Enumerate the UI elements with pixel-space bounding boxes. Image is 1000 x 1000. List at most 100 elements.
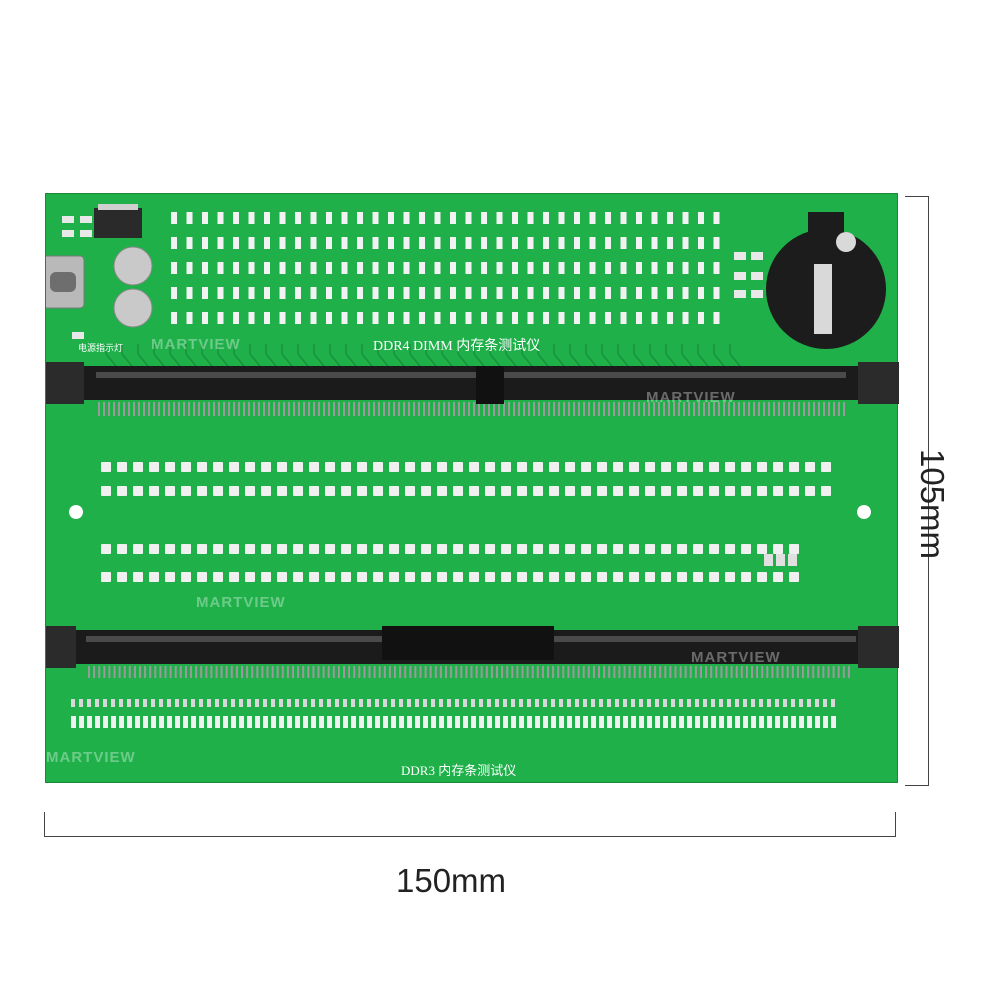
- smd-led: [181, 544, 191, 554]
- ddr3-pin: [756, 666, 759, 678]
- ddr4-pin: [758, 402, 760, 416]
- ddr4-pin: [553, 402, 555, 416]
- ddr3-pin: [455, 666, 458, 678]
- smd-led: [245, 572, 255, 582]
- ddr4-pin: [753, 402, 755, 416]
- smd-led: [821, 486, 831, 496]
- smd-led: [527, 237, 534, 249]
- ddr3-pin: [322, 666, 325, 678]
- smd-led: [620, 212, 627, 224]
- ddr3-pin: [623, 666, 626, 678]
- ddr3-pin: [266, 666, 269, 678]
- smd-resistor: [759, 699, 763, 707]
- power-indicator-label: 电源指示灯: [78, 343, 124, 353]
- smd-led: [469, 544, 479, 554]
- smd-resistor: [463, 699, 467, 707]
- ddr4-pin: [738, 402, 740, 416]
- ddr4-pin: [593, 402, 595, 416]
- smd-resistor: [703, 699, 707, 707]
- smd-led: [698, 262, 704, 274]
- smd-led: [341, 312, 348, 324]
- smd-led: [171, 212, 177, 224]
- ddr4-pin: [238, 402, 240, 416]
- smd-led: [165, 572, 175, 582]
- smd-resistor: [527, 699, 531, 707]
- smd-led: [229, 544, 239, 554]
- smd-resistor: [415, 699, 419, 707]
- smd-led: [465, 312, 472, 324]
- smd-resistor: [231, 699, 235, 707]
- smd-resistor: [279, 699, 283, 707]
- smd-led: [605, 212, 611, 224]
- smd-led: [682, 212, 689, 224]
- smd-led: [151, 716, 156, 728]
- ddr3-pin: [603, 666, 606, 678]
- ddr3-slot-latch-right: [858, 626, 899, 668]
- smd-led: [391, 716, 396, 728]
- smd-led: [415, 716, 420, 728]
- smd-led: [773, 572, 783, 582]
- smd-led: [661, 544, 671, 554]
- ddr4-slot-key: [476, 366, 504, 404]
- ddr3-pin: [796, 666, 799, 678]
- smd-led: [543, 716, 548, 728]
- smd-led: [725, 544, 735, 554]
- smd-led: [527, 287, 534, 299]
- ddr4-pin: [333, 402, 335, 416]
- ddr4-pin: [638, 402, 640, 416]
- trace: [313, 344, 325, 367]
- ddr3-pin: [241, 666, 243, 678]
- smd-part: [751, 252, 763, 260]
- ddr3-pin: [485, 666, 488, 678]
- smd-led: [821, 462, 831, 472]
- smd-resistor: [327, 699, 331, 707]
- smd-led: [295, 262, 301, 274]
- height-dimension-line: [928, 196, 929, 786]
- smd-led: [279, 312, 286, 324]
- smd-led: [807, 716, 812, 728]
- smd-led: [309, 544, 319, 554]
- smd-led: [217, 287, 224, 299]
- ddr3-pin: [144, 666, 147, 678]
- ddr4-pin: [478, 402, 480, 416]
- smd-led: [589, 287, 596, 299]
- smd-resistor: [807, 699, 811, 707]
- smd-led: [326, 312, 332, 324]
- smd-led: [719, 716, 724, 728]
- smd-resistor: [95, 699, 99, 707]
- smd-part: [751, 290, 763, 298]
- smd-led: [620, 262, 627, 274]
- ddr4-pin: [728, 402, 730, 416]
- smd-led: [261, 486, 271, 496]
- ddr4-pin: [263, 402, 265, 416]
- smd-led: [229, 572, 239, 582]
- ddr4-pin: [158, 402, 160, 416]
- ddr3-pin: [297, 666, 300, 678]
- smd-led: [263, 716, 268, 728]
- smd-led: [351, 716, 356, 728]
- smd-led: [485, 486, 495, 496]
- smd-resistor: [423, 699, 427, 707]
- smd-led: [693, 544, 703, 554]
- ddr3-pin: [751, 666, 753, 678]
- ddr4-pin: [373, 402, 375, 416]
- smd-led: [636, 312, 642, 324]
- smd-led: [527, 262, 534, 274]
- smd-led: [171, 312, 177, 324]
- trace: [489, 344, 501, 367]
- smd-led: [698, 312, 704, 324]
- ddr3-pin: [164, 666, 167, 678]
- ddr4-pin: [783, 402, 785, 416]
- smd-led: [248, 212, 255, 224]
- capacitor: [113, 246, 153, 286]
- ddr3-pin: [429, 666, 432, 678]
- ddr4-pin: [663, 402, 665, 416]
- smd-resistor: [751, 699, 755, 707]
- smd-led: [512, 237, 518, 249]
- ddr3-pin: [108, 666, 111, 678]
- smd-led: [357, 572, 367, 582]
- ddr3-pin: [608, 666, 611, 678]
- smd-led: [341, 262, 348, 274]
- smd-led: [233, 212, 239, 224]
- smd-led: [453, 486, 463, 496]
